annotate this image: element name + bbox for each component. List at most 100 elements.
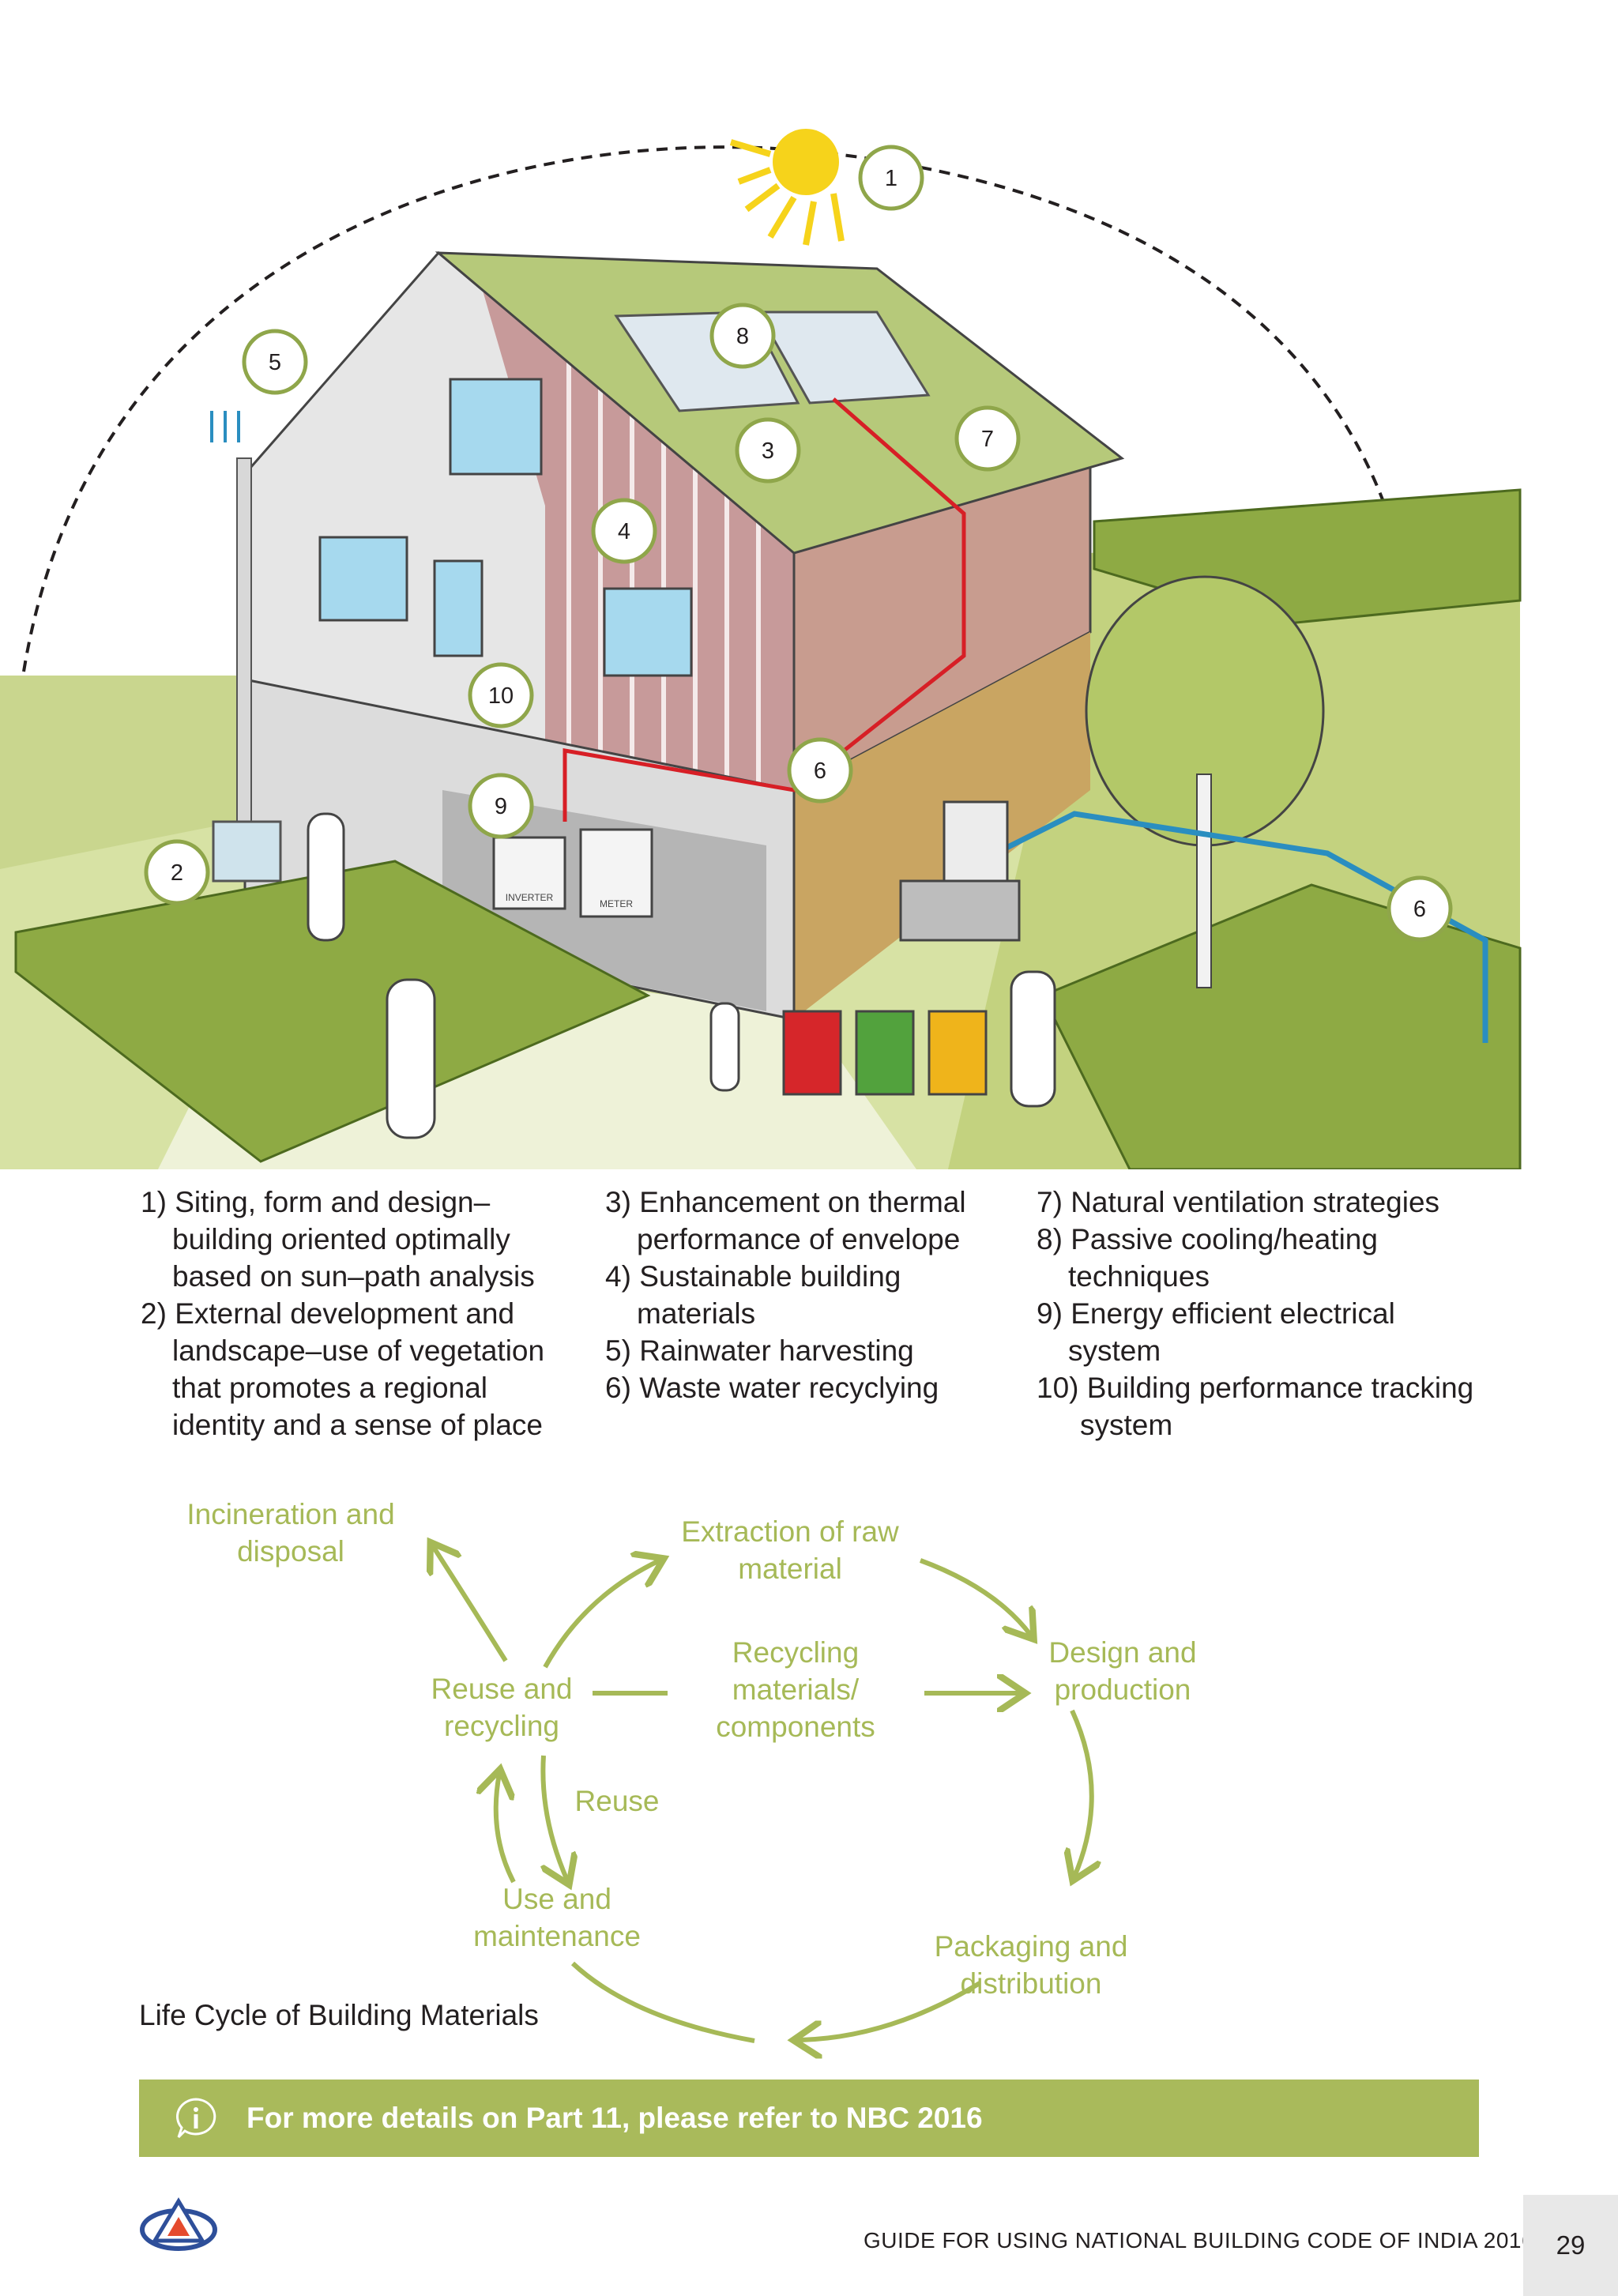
svg-text:5: 5 xyxy=(269,350,281,375)
lc-incineration-line: Incineration and xyxy=(186,1498,395,1530)
legend-text: External development and landscape–use o… xyxy=(172,1297,545,1441)
legend-text: Rainwater harvesting xyxy=(639,1334,914,1367)
arrow-use-to-bottom xyxy=(570,1961,755,2043)
legend-item-9: 9) Energy efficient electrical system xyxy=(1037,1295,1479,1369)
svg-text:10: 10 xyxy=(488,683,514,709)
marker-8: 8 xyxy=(709,303,776,369)
lc-use-line: maintenance xyxy=(473,1920,641,1952)
lifecycle-arrows xyxy=(0,1485,1618,2086)
legend-item-10: 10) Building performance tracking system xyxy=(1037,1369,1479,1443)
rainwater-pipe xyxy=(236,457,252,822)
legend-num: 1) xyxy=(141,1186,167,1218)
legend-item-7: 7) Natural ventilation strategies xyxy=(1037,1184,1479,1221)
marker-5: 5 xyxy=(242,329,308,395)
legend-text: Enhancement on thermal performance of en… xyxy=(637,1186,966,1255)
arrow-reuse-to-incineration xyxy=(433,1546,508,1662)
marker-10: 10 xyxy=(468,662,534,728)
people xyxy=(307,812,1056,1139)
page-number-box: 29 xyxy=(1523,2195,1618,2296)
legend-num: 9) xyxy=(1037,1297,1063,1330)
legend-item-4: 4) Sustainable building materials xyxy=(605,1258,1016,1332)
arrow-packaging-to-end xyxy=(798,1981,981,2040)
svg-text:7: 7 xyxy=(981,427,994,452)
legend-num: 8) xyxy=(1037,1223,1063,1255)
lc-reuse-recycling-line: Reuse and xyxy=(431,1673,573,1705)
lc-reuse: Reuse xyxy=(575,1782,660,1820)
legend-text: Building performance tracking system xyxy=(1080,1372,1474,1441)
svg-text:8: 8 xyxy=(736,324,749,349)
lc-design-line: Design and xyxy=(1048,1636,1197,1669)
lc-packaging: Packaging and distribution xyxy=(935,1928,1128,2002)
marker-4: 4 xyxy=(591,498,657,564)
callout-markers: 1 2 3 4 5 6 6 7 8 9 10 xyxy=(144,145,1453,942)
recycled-water-pipe xyxy=(994,811,1488,1043)
hedge-right-front xyxy=(1040,883,1522,1169)
legend-item-6: 6) Waste water recyclying xyxy=(605,1369,1016,1406)
lc-use-maintenance: Use and maintenance xyxy=(473,1880,641,1955)
lc-reuse-recycling: Reuse and recycling xyxy=(431,1670,573,1745)
water-treatment-unit xyxy=(943,800,1009,890)
lc-recycling-line: components xyxy=(716,1711,875,1743)
legend-num: 6) xyxy=(605,1372,631,1404)
svg-text:6: 6 xyxy=(1413,897,1426,922)
legend-text: Energy efficient electrical system xyxy=(1068,1297,1395,1367)
rain-arrows-icon xyxy=(210,411,240,442)
septic-tank xyxy=(899,879,1021,942)
figure-caption: Life Cycle of Building Materials xyxy=(139,1999,539,2031)
legend-num: 5) xyxy=(605,1334,631,1367)
lc-extraction: Extraction of raw material xyxy=(681,1513,899,1587)
inverter-unit xyxy=(492,836,566,910)
page-number: 29 xyxy=(1556,2230,1586,2260)
legend-item-2: 2) External development and landscape–us… xyxy=(141,1295,583,1443)
lc-packaging-line: Packaging and xyxy=(934,1930,1128,1963)
lc-design: Design and production xyxy=(1048,1634,1196,1708)
marker-6a: 6 xyxy=(787,737,853,804)
marker-3: 3 xyxy=(735,417,801,484)
svg-text:6: 6 xyxy=(814,758,826,784)
sun-icon xyxy=(729,129,845,246)
svg-text:4: 4 xyxy=(618,519,630,544)
lc-reuse-line: Reuse xyxy=(574,1785,660,1817)
legend-num: 3) xyxy=(605,1186,631,1218)
lc-packaging-line: distribution xyxy=(960,1967,1102,2000)
marker-2: 2 xyxy=(144,839,210,905)
arrow-use-to-reuse xyxy=(496,1774,514,1884)
legend-item-1: 1) Siting, form and design– building ori… xyxy=(141,1184,583,1295)
legend-text: Siting, form and design– building orient… xyxy=(172,1186,535,1293)
legend-num: 7) xyxy=(1037,1186,1063,1218)
power-line xyxy=(563,397,966,822)
banner-text: For more details on Part 11, please refe… xyxy=(246,2102,983,2134)
marker-7: 7 xyxy=(954,405,1021,472)
lc-use-line: Use and xyxy=(502,1883,611,1915)
tree xyxy=(1085,575,1325,988)
svg-text:2: 2 xyxy=(171,860,183,886)
recycle-bin-green xyxy=(855,1010,915,1096)
legend-num: 2) xyxy=(141,1297,167,1330)
bis-logo xyxy=(140,2197,217,2251)
legend-item-8: 8) Passive cooling/heating techniques xyxy=(1037,1221,1479,1295)
marker-1: 1 xyxy=(858,145,924,211)
legend-item-3: 3) Enhancement on thermal performance of… xyxy=(605,1184,1016,1258)
lc-incineration: Incineration and disposal xyxy=(186,1496,394,1570)
lc-recycling-materials: Recycling materials/ components xyxy=(716,1634,875,1745)
lc-design-line: production xyxy=(1054,1673,1191,1706)
arrow-reuse-to-use xyxy=(543,1755,567,1880)
legend-text: Natural ventilation strategies xyxy=(1071,1186,1440,1218)
arrow-extraction-to-design xyxy=(919,1558,1031,1635)
lc-reuse-recycling-line: recycling xyxy=(444,1710,559,1742)
meter-unit xyxy=(579,828,653,918)
svg-text:3: 3 xyxy=(762,438,774,464)
arrow-reuse-to-extraction xyxy=(543,1560,660,1669)
recycle-bins xyxy=(782,1010,988,1096)
legend-num: 10) xyxy=(1037,1372,1079,1404)
green-building-illustration: INVERTER METER 1 2 3 4 xyxy=(0,129,1522,1169)
marker-6b: 6 xyxy=(1387,875,1453,942)
legend-column-1: 1) Siting, form and design– building ori… xyxy=(141,1184,583,1443)
lc-extraction-line: Extraction of raw xyxy=(681,1515,899,1548)
legend-text: Waste water recyclying xyxy=(639,1372,939,1404)
arrow-design-to-packaging xyxy=(1072,1709,1092,1876)
info-banner: For more details on Part 11, please refe… xyxy=(139,2080,1479,2157)
recycle-bin-red xyxy=(782,1010,842,1096)
legend-item-5: 5) Rainwater harvesting xyxy=(605,1332,1016,1369)
rainwater-tank xyxy=(212,820,282,883)
